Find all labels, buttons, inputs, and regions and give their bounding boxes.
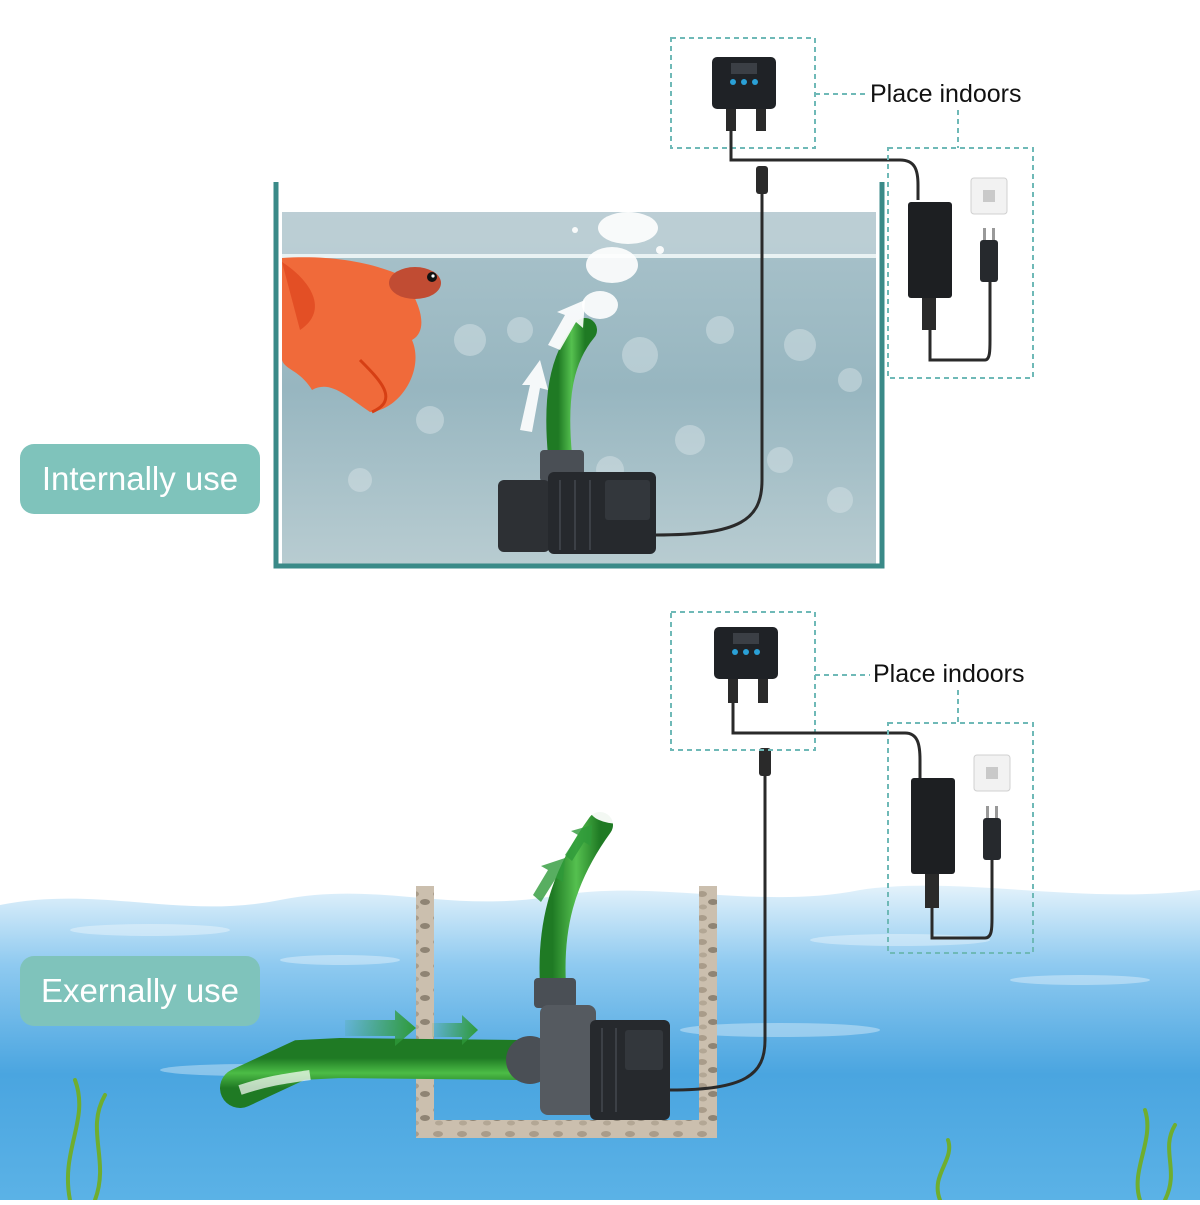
power-adapter-icon	[911, 778, 994, 940]
flow-arrow-icon	[520, 300, 585, 432]
internal-use-scene	[273, 37, 1034, 569]
seaweed-icon	[65, 1078, 1177, 1202]
external-use-scene	[0, 611, 1200, 1202]
hose	[546, 318, 597, 467]
outlet-hose	[539, 812, 613, 998]
adapter-guide-box	[887, 722, 1034, 954]
internal-use-label: Internally use	[20, 444, 260, 514]
pump-cable	[655, 190, 764, 537]
controller-guide-box	[670, 611, 816, 751]
flow-arrow-icon	[345, 825, 592, 1046]
water-splash-icon	[590, 796, 667, 842]
controller-icon	[714, 627, 778, 703]
wall-socket-icon	[970, 177, 1008, 215]
wall-socket-icon	[973, 754, 1011, 792]
pump-cable	[669, 772, 767, 1092]
place-indoors-callout-top: Place indoors	[870, 80, 1022, 108]
water-pump-icon	[498, 450, 656, 554]
place-indoors-callout-bottom: Place indoors	[873, 660, 1025, 688]
cable-connector	[759, 748, 771, 776]
water-splash-icon	[572, 176, 664, 319]
controller-icon	[712, 57, 776, 131]
internal-use-label-text: Internally use	[41, 460, 239, 497]
adapter-guide-box	[887, 147, 1034, 379]
cable-connector	[756, 166, 768, 194]
external-use-label: Exernally use	[20, 956, 260, 1026]
power-plug-icon	[980, 228, 998, 282]
water-pump-icon	[506, 978, 670, 1120]
power-plug-icon	[983, 806, 1001, 860]
external-use-label-text: Exernally use	[40, 972, 240, 1009]
power-adapter-icon	[908, 202, 992, 362]
inlet-hose	[220, 1037, 540, 1108]
betta-fish-icon	[282, 257, 441, 414]
